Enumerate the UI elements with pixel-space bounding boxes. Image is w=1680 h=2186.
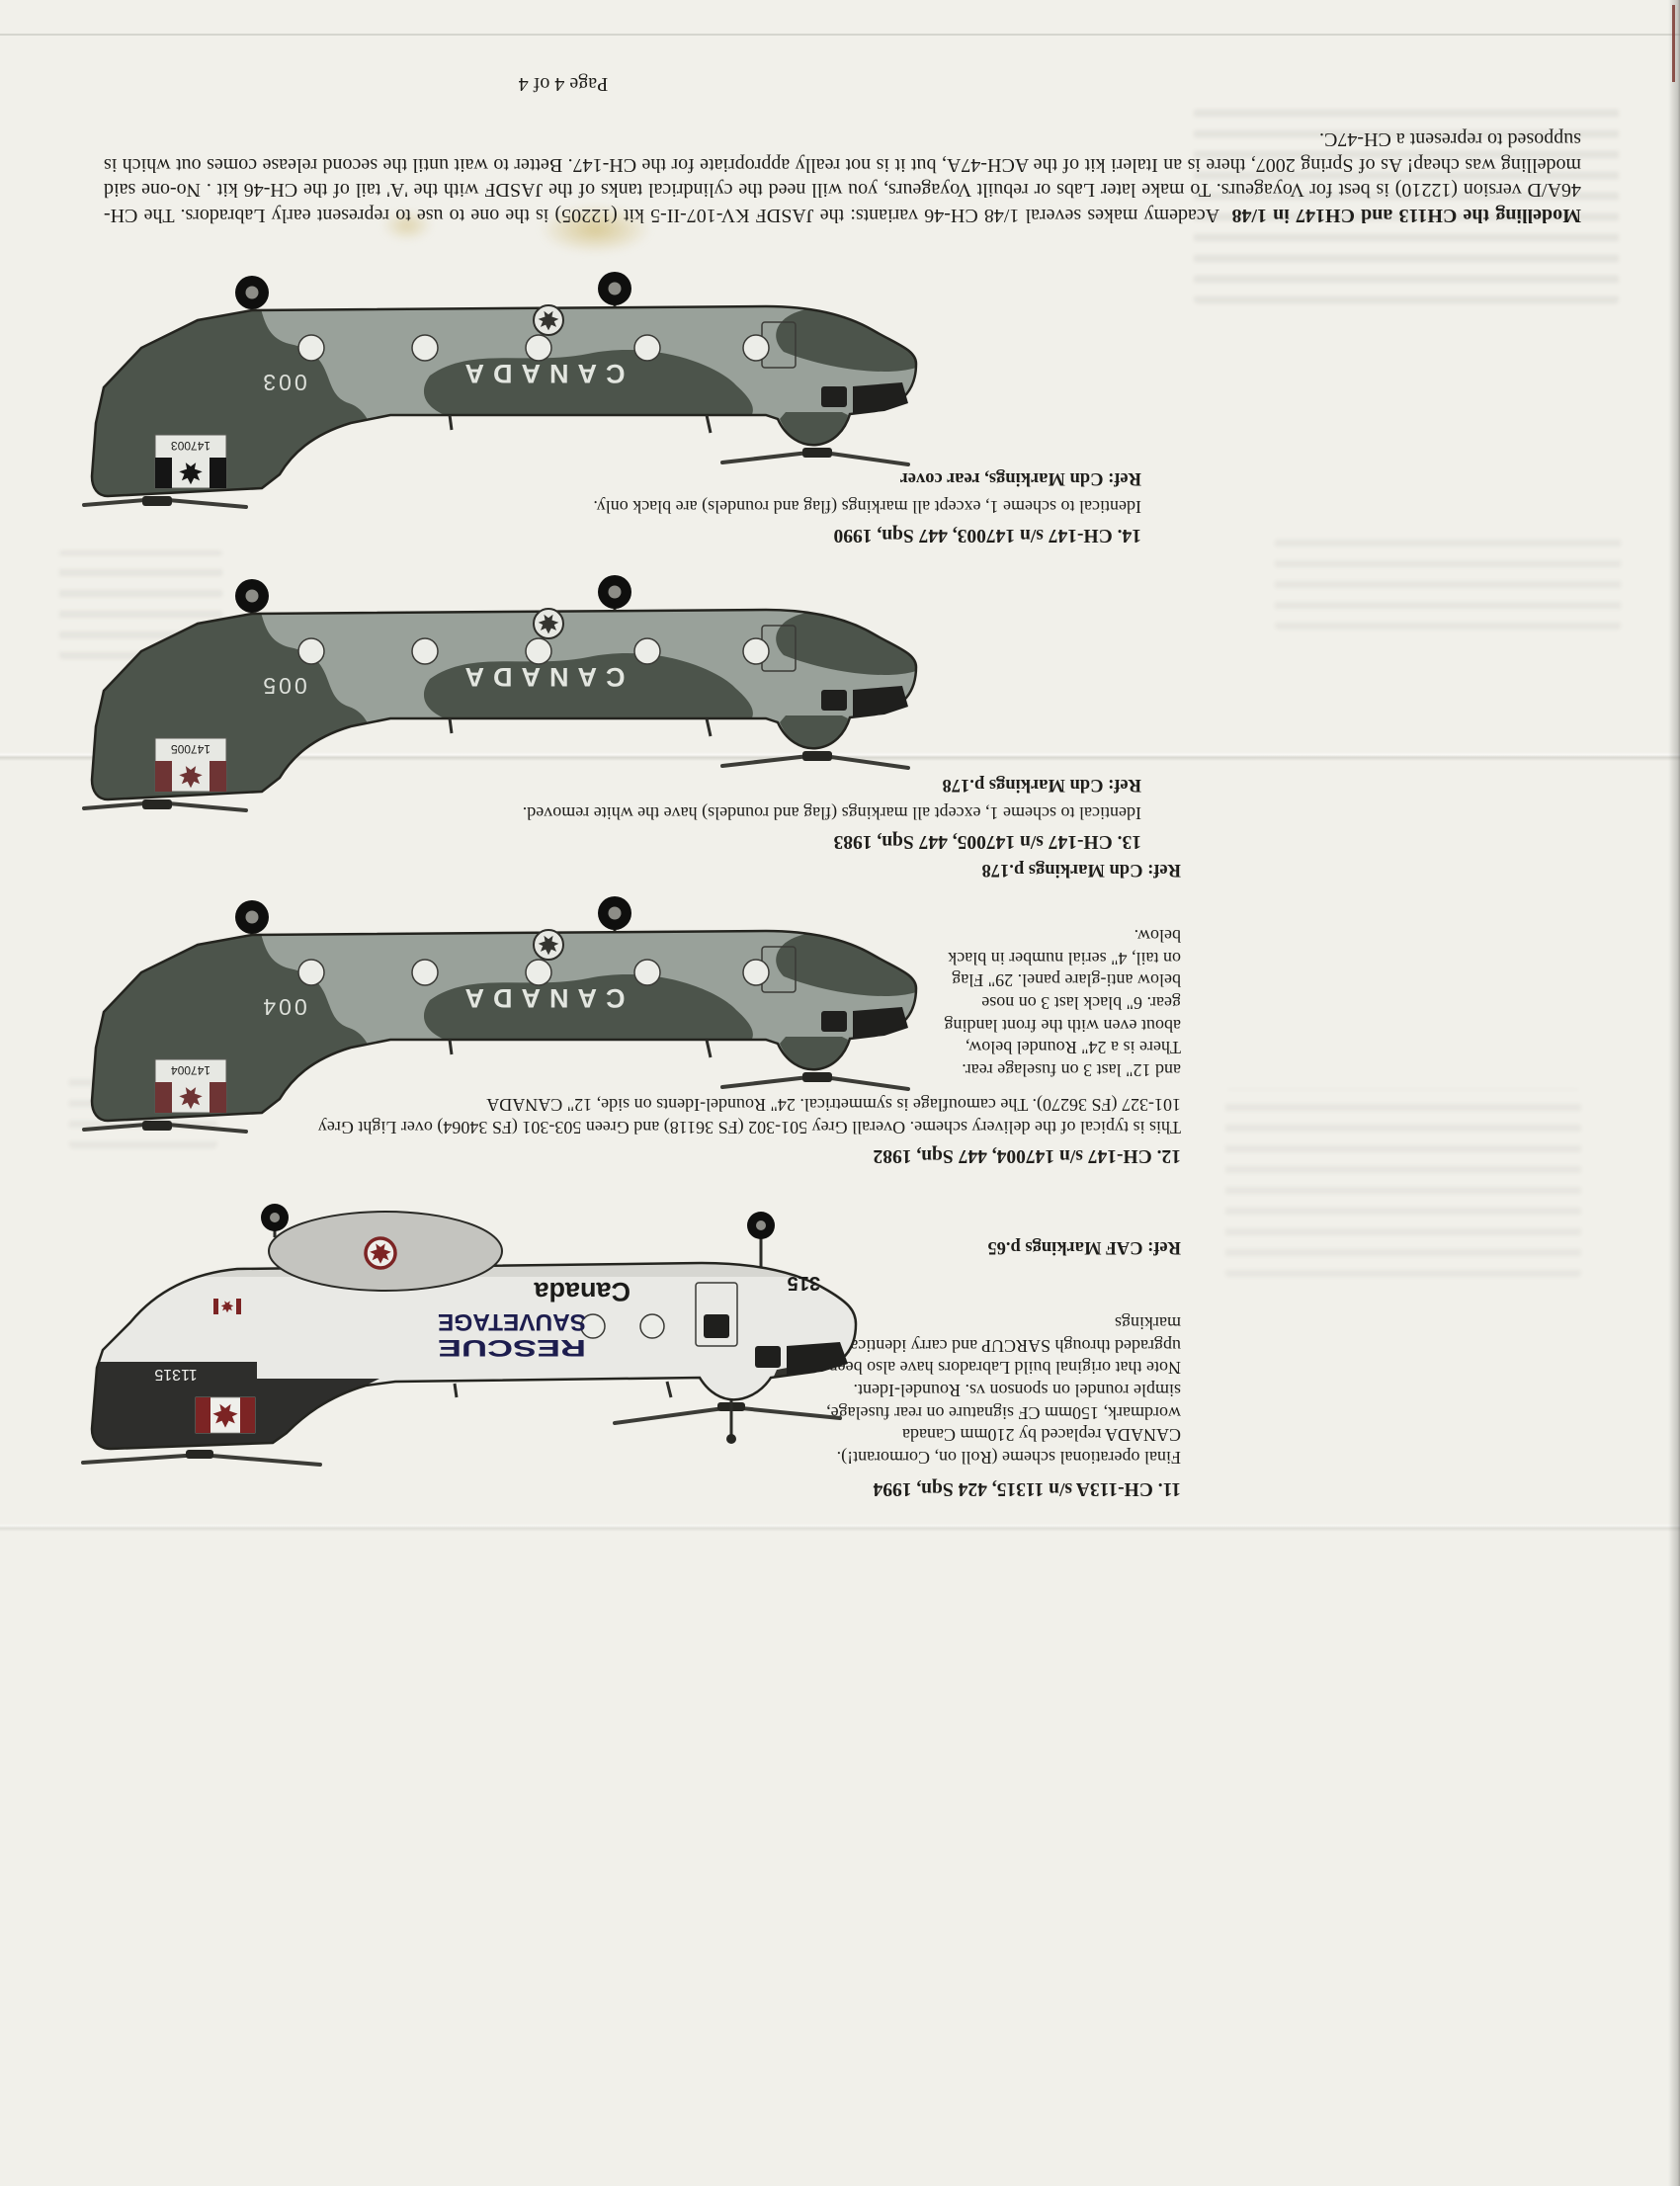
modelling-note: Modelling the CH113 and CH147 in 1/48 Ac…	[104, 126, 1581, 227]
ch113-profile-drawing: RESCUE SAUVETAGE Canada 315 11315	[81, 1204, 858, 1467]
crew-door-icon	[695, 1282, 738, 1347]
canada-wordmark: Canada	[533, 1277, 630, 1306]
scheme-12-heading: 12. CH-147 s/n 147004, 447 Sqn, 1982	[873, 1145, 1181, 1166]
rotor-blades-icon	[81, 1405, 842, 1467]
fuselage-title: CANADA	[457, 983, 626, 1013]
paper-edge-line	[0, 34, 1680, 36]
tail-serial: 11315	[154, 1366, 197, 1383]
tail-serial: 147003	[171, 439, 210, 453]
fuselage-title: CANADA	[457, 662, 626, 692]
ch147-147003-profile-drawing: CANADA 003 147003	[74, 217, 944, 514]
scan-ghosting	[1275, 536, 1621, 630]
modelling-note-heading: Modelling the CH113 and CH147 in 1/48	[1231, 205, 1581, 226]
tail-flag-icon	[195, 1396, 256, 1434]
last-three-code: 003	[260, 370, 306, 395]
scheme-12-description-b: and 12" last 3 on fuselage rear. There i…	[944, 925, 1181, 1080]
fuselage-title: CANADA	[457, 359, 626, 388]
scheme-12-ref: Ref: Cdn Markings p.178	[981, 860, 1181, 880]
scheme-13-ref: Ref: Cdn Markings p.178	[942, 775, 1141, 795]
cf-signature-icon	[213, 1299, 241, 1314]
page-number: Page 4 of 4	[518, 73, 609, 95]
ch147-147005-profile-drawing: CANADA 005 147005	[74, 521, 944, 817]
scheme-14-heading: 14. CH-147 s/n 147003, 447 Sqn, 1990	[833, 525, 1141, 546]
edge-red-mark	[1672, 5, 1675, 82]
tail-serial: 147004	[171, 1063, 210, 1077]
sponson-roundel-icon	[364, 1236, 397, 1270]
nose-number: 315	[788, 1272, 820, 1294]
fuselage-title-rescue: RESCUE	[438, 1334, 586, 1361]
scan-ghosting	[1225, 1089, 1581, 1277]
tail-serial: 147005	[171, 742, 210, 756]
cockpit-windshield-icon	[787, 1342, 848, 1375]
ch147-147004-profile-drawing: CANADA 004 147004	[74, 842, 944, 1138]
fuselage-title-sauvetage: SAUVETAGE	[438, 1308, 586, 1335]
scanner-edge-shadow	[1668, 0, 1680, 2186]
last-three-code: 004	[260, 994, 306, 1020]
scheme-13-heading: 13. CH-147 s/n 147005, 447 Sqn, 1983	[833, 831, 1141, 852]
fold-crease	[0, 1523, 1680, 1532]
scheme-11-heading: 11. CH-113A s/n 11315, 424 Sqn, 1994	[873, 1478, 1181, 1499]
scheme-11-ref: Ref: CAF Markings p.65	[987, 1237, 1181, 1257]
last-three-code: 005	[260, 673, 306, 699]
